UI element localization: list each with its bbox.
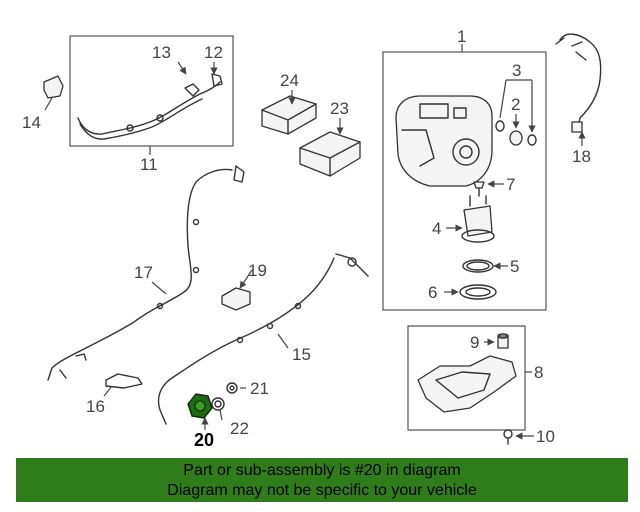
group-box-1 bbox=[382, 51, 547, 311]
part-14-fitting[interactable] bbox=[43, 75, 64, 111]
callout-8[interactable]: 8 bbox=[534, 363, 543, 382]
part-2-grommet[interactable] bbox=[509, 130, 523, 146]
callout-13[interactable]: 13 bbox=[152, 43, 171, 62]
callout-21[interactable]: 21 bbox=[250, 379, 269, 398]
callout-23[interactable]: 23 bbox=[330, 99, 349, 118]
leader-3 bbox=[499, 79, 532, 132]
part-18-harness[interactable] bbox=[555, 33, 602, 133]
part-11-hose[interactable] bbox=[77, 73, 223, 140]
callout-7[interactable]: 7 bbox=[506, 175, 515, 194]
callout-19[interactable]: 19 bbox=[248, 261, 267, 280]
part-5-oring[interactable] bbox=[462, 259, 494, 273]
part-10-clip[interactable] bbox=[503, 429, 513, 445]
callout-15[interactable]: 15 bbox=[292, 345, 311, 364]
part-20-sensor[interactable] bbox=[187, 393, 213, 419]
callout-2[interactable]: 2 bbox=[511, 95, 520, 114]
part-21-washer[interactable] bbox=[226, 382, 238, 394]
leader-17 bbox=[151, 281, 167, 295]
part-22-grommet[interactable] bbox=[211, 397, 225, 411]
callout-16[interactable]: 16 bbox=[86, 397, 105, 416]
callout-6[interactable]: 6 bbox=[428, 283, 437, 302]
info-banner: Part or sub-assembly is #20 in diagram D… bbox=[16, 458, 628, 502]
group-box-8 bbox=[407, 325, 526, 431]
part-7-screw[interactable] bbox=[473, 181, 485, 197]
part-8-shield[interactable] bbox=[417, 355, 517, 413]
part-9-cap[interactable] bbox=[497, 333, 509, 349]
callout-24[interactable]: 24 bbox=[280, 71, 299, 90]
part-17-harness[interactable] bbox=[47, 165, 245, 381]
part-6-lockring[interactable] bbox=[459, 284, 497, 300]
part-4-pump[interactable] bbox=[461, 195, 495, 243]
part-24-module[interactable] bbox=[261, 95, 317, 135]
callout-4[interactable]: 4 bbox=[432, 219, 441, 238]
banner-line-1: Part or sub-assembly is #20 in diagram bbox=[183, 462, 461, 479]
callout-5[interactable]: 5 bbox=[510, 257, 519, 276]
callout-18[interactable]: 18 bbox=[572, 147, 591, 166]
banner-line-2: Diagram may not be specific to your vehi… bbox=[167, 482, 477, 499]
callout-14[interactable]: 14 bbox=[22, 113, 41, 132]
part-1-tank[interactable] bbox=[395, 95, 493, 187]
callout-12[interactable]: 12 bbox=[204, 43, 223, 62]
part-15-harness[interactable] bbox=[157, 253, 369, 425]
callout-10[interactable]: 10 bbox=[536, 427, 555, 446]
part-16-bracket[interactable] bbox=[105, 373, 143, 389]
part-23-module[interactable] bbox=[299, 131, 361, 177]
callout-17[interactable]: 17 bbox=[134, 263, 153, 282]
part-19-bracket[interactable] bbox=[221, 287, 251, 311]
leader-16 bbox=[103, 385, 113, 397]
callout-22[interactable]: 22 bbox=[230, 419, 249, 438]
callout-3[interactable]: 3 bbox=[512, 61, 521, 80]
callout-20-highlighted[interactable]: 20 bbox=[194, 430, 214, 450]
leader-19 bbox=[239, 269, 253, 289]
callout-1[interactable]: 1 bbox=[457, 27, 466, 46]
callout-11[interactable]: 11 bbox=[140, 155, 158, 174]
leader-13 bbox=[177, 61, 187, 75]
group-box-11 bbox=[69, 35, 234, 147]
leader-22 bbox=[219, 409, 223, 421]
leader-15 bbox=[277, 333, 289, 349]
callout-9[interactable]: 9 bbox=[470, 333, 479, 352]
